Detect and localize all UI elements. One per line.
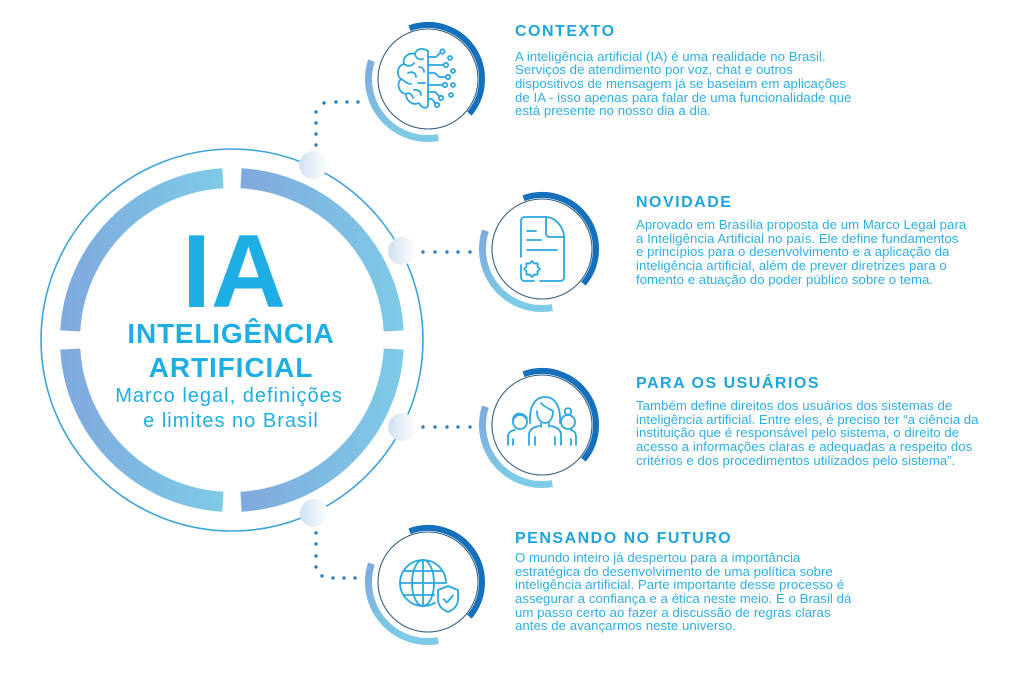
connector-dot [331, 576, 335, 580]
hero-subtitle-line2: e limites no Brasil [143, 410, 319, 432]
connector-dot [353, 576, 357, 580]
connector-dot [342, 576, 346, 580]
connector-dot [456, 425, 460, 429]
section-line: de IA - isso apenas para falar de uma fu… [515, 89, 852, 105]
section-novidade: NOVIDADE Aprovado em Brasília proposta d… [636, 194, 966, 286]
globe-shield-icon [399, 559, 461, 615]
connector-dot [334, 100, 338, 104]
connector-contexto [314, 100, 360, 147]
hero-outer-ring [40, 148, 424, 532]
connector-dot [468, 250, 472, 254]
section-title: CONTEXTO [515, 23, 616, 40]
connector-dot [322, 101, 326, 105]
document-seal-icon [520, 216, 565, 282]
section-line: critérios e dos procedimentos utilizados… [636, 452, 956, 468]
section-usuarios: PARA OS USUÁRIOS Também define direitos … [636, 375, 979, 467]
hero-title-line2: ARTIFICIAL [149, 352, 314, 383]
badge-dark-arc [408, 22, 485, 116]
badge-light-arc [364, 562, 439, 645]
section-line: está presente no nosso dia a dia. [515, 103, 711, 119]
connector-dot [445, 250, 449, 254]
connector-dot [314, 143, 318, 147]
connector-dot [314, 542, 318, 546]
section-body: A inteligência artificial (IA) é uma rea… [515, 48, 852, 119]
section-line: inteligência artificial. Entre eles, é p… [636, 411, 979, 427]
icon-badge-futuro [364, 525, 485, 645]
section-title: PARA OS USUÁRIOS [636, 375, 821, 392]
connector-dot [320, 574, 324, 578]
section-line: assegurar a confiança e a ética neste me… [515, 591, 852, 607]
section-body: Também define direitos dos usuários dos … [636, 399, 979, 467]
people-group-icon [507, 396, 577, 446]
section-line: dispositivos de mensagem já se baseiam e… [515, 75, 846, 91]
connector-dot [314, 110, 318, 114]
badge-thin-ring [491, 374, 593, 476]
connector-dot [456, 250, 460, 254]
ring-nodes [299, 151, 416, 527]
section-contexto: CONTEXTO A inteligência artificial (IA) … [515, 23, 851, 118]
section-line: fomento e atuação do poder público sobre… [636, 271, 934, 287]
badge-dark-arc [408, 525, 485, 619]
section-line: A inteligência artificial (IA) é uma rea… [515, 48, 826, 64]
badge-thin-ring [377, 531, 479, 633]
section-line: inteligência artificial. Parte important… [515, 577, 845, 593]
ring-node-futuro [300, 499, 328, 527]
connector-dot [421, 250, 425, 254]
connector-novidade [421, 250, 472, 254]
section-line: um passo certo ao fazer a discussão de r… [515, 604, 831, 620]
connector-dot [433, 250, 437, 254]
icon-badge-novidade [478, 192, 599, 312]
icon-badge-usuarios [478, 368, 599, 488]
section-line: instituição que é responsável pelo siste… [636, 425, 960, 441]
section-line: acesso a informações claras e adequadas … [636, 439, 973, 455]
hero-acronym: IA [182, 214, 286, 330]
connector-usuarios [421, 425, 472, 429]
section-title: NOVIDADE [636, 194, 733, 211]
ring-node-usuarios [388, 413, 416, 441]
section-line: O mundo inteiro já despertou para a impo… [515, 550, 801, 565]
hero-ring-segment-bottom-right [240, 348, 404, 512]
section-title: PENSANDO NO FUTURO [515, 530, 733, 547]
connector-dot [356, 100, 360, 104]
badge-light-arc [364, 59, 439, 142]
connector-dot [314, 531, 318, 535]
hero-circle: IA INTELIGÊNCIA ARTIFICIAL Marco legal, … [40, 148, 424, 532]
section-line: estratégica do desenvolvimento de uma po… [515, 563, 833, 579]
connector-futuro [314, 531, 357, 580]
section-line: antes de avançarmos neste universo. [515, 618, 736, 634]
badge-light-arc [478, 229, 553, 312]
connector-dot [445, 425, 449, 429]
hero-ring-segment-top-left [60, 168, 224, 332]
badge-light-arc [478, 405, 553, 488]
connector-dot [468, 425, 472, 429]
connector-dot [433, 425, 437, 429]
connector-dot [314, 121, 318, 125]
connector-dot [314, 554, 318, 558]
section-line: a Inteligência Artificial no país. Ele d… [636, 230, 959, 246]
hero-subtitle-line1: Marco legal, definições [115, 385, 343, 407]
section-line: Também define direitos dos usuários dos … [636, 398, 953, 413]
connector-dot [345, 100, 349, 104]
brain-circuit-icon [397, 47, 456, 109]
section-line: Aprovado em Brasília proposta de um Marc… [636, 217, 967, 232]
section-line: e princípios para o desenvolvimento e a … [636, 244, 950, 260]
badge-dark-arc [522, 192, 599, 286]
connector-dot [421, 425, 425, 429]
hero-ring-segment-bottom-left [60, 348, 224, 512]
section-line: Serviços de atendimento por voz, chat e … [515, 62, 793, 78]
section-body: O mundo inteiro já despertou para a impo… [515, 551, 851, 633]
badge-dark-arc [522, 368, 599, 462]
connector-dot [314, 565, 318, 569]
hero-title-line1: INTELIGÊNCIA [127, 318, 334, 349]
section-line: inteligência artificial, além de prever … [636, 258, 947, 274]
icon-badge-contexto [364, 22, 485, 142]
section-body: Aprovado em Brasília proposta de um Marc… [636, 218, 966, 286]
badge-thin-ring [491, 198, 593, 300]
hero-ring-segment-top-right [240, 168, 404, 332]
ring-node-novidade [388, 237, 416, 265]
ring-node-contexto [299, 151, 327, 179]
section-futuro: PENSANDO NO FUTURO O mundo inteiro já de… [515, 530, 851, 633]
connector-dot [314, 132, 318, 136]
